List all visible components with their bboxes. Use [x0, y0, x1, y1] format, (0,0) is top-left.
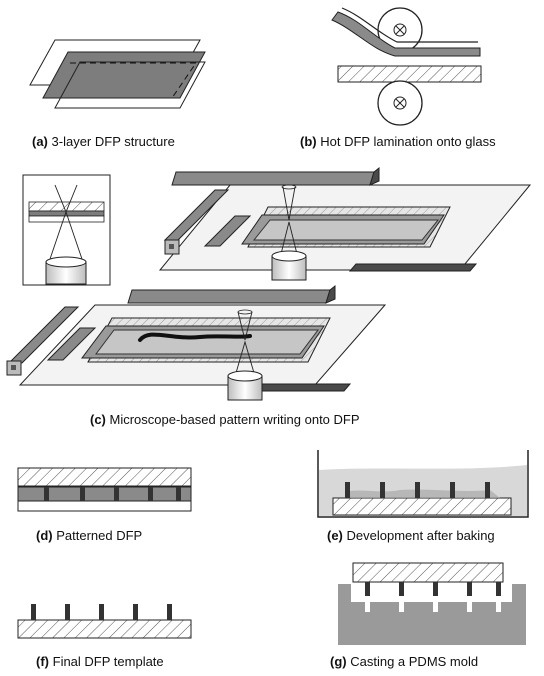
caption-f-letter: (f)	[36, 654, 49, 669]
caption-a-text: 3-layer DFP structure	[51, 134, 175, 149]
caption-f-text: Final DFP template	[52, 654, 164, 669]
g-template-features	[365, 582, 501, 596]
panel-a-illustration	[29, 39, 206, 109]
glass-substrate	[337, 65, 482, 83]
d-photoresist	[17, 486, 192, 502]
written-pattern-line	[138, 332, 252, 342]
caption-a-letter: (a)	[32, 134, 48, 149]
panel-f-illustration	[17, 604, 192, 639]
caption-g-text: Casting a PDMS mold	[350, 654, 479, 669]
panel-g-illustration	[338, 562, 526, 645]
g-glass-template	[352, 562, 504, 583]
panel-c-illustration	[6, 166, 532, 401]
upper-dfp-sample	[241, 206, 451, 248]
caption-e: (e) Development after baking	[327, 528, 495, 543]
lower-dfp-sample	[81, 317, 331, 363]
lower-xy-stage	[6, 284, 387, 401]
caption-g: (g) Casting a PDMS mold	[330, 654, 478, 669]
caption-d-letter: (d)	[36, 528, 53, 543]
caption-f: (f) Final DFP template	[36, 654, 164, 669]
caption-b-letter: (b)	[300, 134, 317, 149]
f-resist-features	[31, 604, 172, 620]
e-glass	[332, 497, 512, 516]
d-exposed-features	[44, 487, 181, 501]
panel-b-illustration	[331, 7, 482, 126]
upper-xy-stage	[158, 166, 532, 281]
dfp-film-strip	[331, 11, 481, 57]
f-glass	[17, 619, 192, 639]
caption-e-text: Development after baking	[346, 528, 495, 543]
panel-d-illustration	[17, 467, 192, 512]
caption-d-text: Patterned DFP	[56, 528, 143, 543]
d-cover-film	[17, 500, 192, 512]
dfp-photoresist-layer	[42, 51, 206, 99]
caption-c: (c) Microscope-based pattern writing ont…	[90, 412, 360, 427]
pdms-mold	[338, 584, 526, 645]
caption-d: (d) Patterned DFP	[36, 528, 142, 543]
caption-b: (b) Hot DFP lamination onto glass	[300, 134, 496, 149]
caption-a: (a) 3-layer DFP structure	[32, 134, 175, 149]
dfp-hidden-edge	[70, 62, 197, 99]
dfp-bottom-cover-layer	[54, 61, 206, 109]
caption-e-letter: (e)	[327, 528, 343, 543]
focus-inset	[22, 174, 111, 286]
panel-e-illustration	[317, 450, 529, 518]
d-glass	[17, 467, 192, 487]
caption-g-letter: (g)	[330, 654, 347, 669]
caption-c-text: Microscope-based pattern writing onto DF…	[109, 412, 360, 427]
caption-c-letter: (c)	[90, 412, 106, 427]
developer-bath	[317, 450, 529, 518]
e-resist-features	[345, 482, 490, 498]
caption-b-text: Hot DFP lamination onto glass	[320, 134, 496, 149]
